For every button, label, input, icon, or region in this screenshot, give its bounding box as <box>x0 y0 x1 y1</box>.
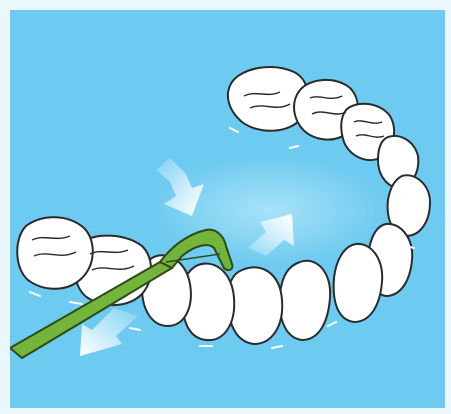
tooth-incisor <box>280 261 330 340</box>
tooth-incisor <box>228 267 282 344</box>
flossing-illustration <box>10 10 445 408</box>
tooth-molar <box>17 217 93 289</box>
illustration-panel <box>10 10 445 408</box>
tooth-incisor <box>334 244 383 322</box>
